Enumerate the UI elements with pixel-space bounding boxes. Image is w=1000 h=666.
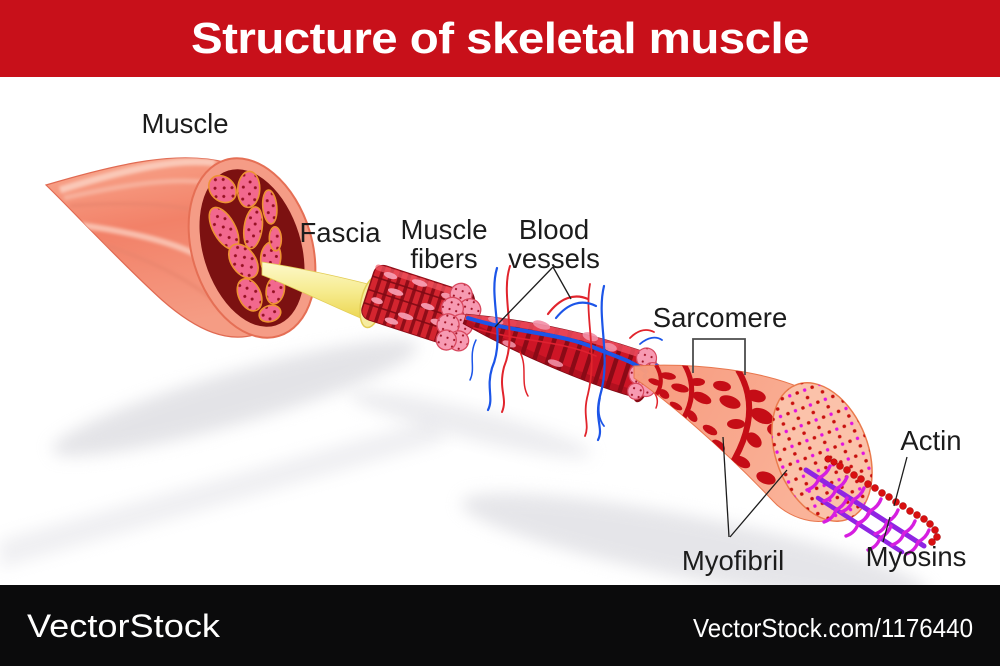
blood-vessels-pointer-right [552,266,572,300]
pointer-lines [494,266,908,543]
fiber-spots [371,272,453,326]
labels: Muscle Fascia Muscle fibers Blood vessel… [141,108,966,576]
muscle-fibers-label: Muscle [400,214,487,245]
myosins-label: Myosins [866,541,967,572]
title-bar-background [0,0,1000,77]
muscle-fiber [462,313,663,403]
blood-vessels [466,265,665,442]
muscle-fibers-label: fibers [410,243,477,274]
muscle-cross-section [187,157,317,339]
myofibril-pointer-right [729,469,788,538]
page-title: Structure of skeletal muscle [191,14,809,63]
myosins-pointer [882,516,891,543]
myosin-filament [803,464,931,556]
watermark-bar-background [0,585,1000,666]
watermark-bar: VectorStock VectorStock.com/1176440 [0,585,1000,666]
muscle-label: Muscle [141,108,228,139]
vectorstock-logo: VectorStock [27,608,221,644]
blood-vessels-label: vessels [508,243,600,274]
myofibril-cross-section [771,382,873,522]
title-bar: Structure of skeletal muscle [0,0,1000,77]
muscle-fiber-bundle [361,264,482,352]
vectorstock-url: VectorStock.com/1176440 [693,613,973,643]
blood-vessels-pointer-left [494,266,554,328]
blood-vessels-label: Blood [519,214,589,245]
fascicle-bundle [207,170,286,323]
fascicle-cross-section [435,282,482,352]
shadow [0,339,929,603]
actin-filament [824,455,941,546]
myofibril-pointer-left [722,436,730,538]
fascia-label: Fascia [300,217,382,248]
actin-label: Actin [900,425,961,456]
myofibril [633,364,873,522]
myofibril-label: Myofibril [682,545,784,576]
sarcomere-bracket [692,338,746,375]
actin-pointer [893,456,908,507]
sarcomere-label: Sarcomere [653,302,788,333]
